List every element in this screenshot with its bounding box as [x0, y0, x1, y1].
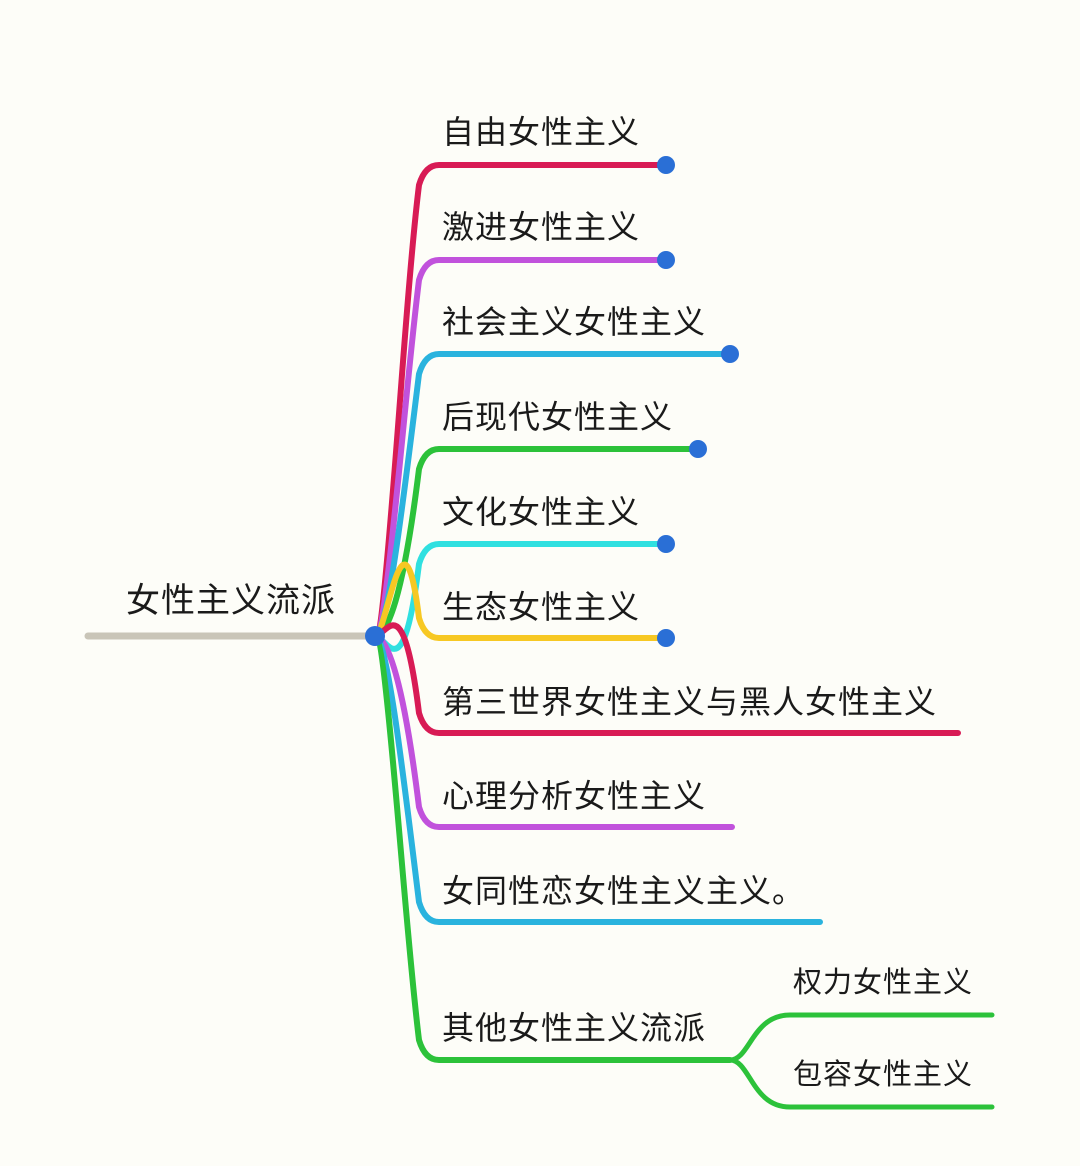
branch-node-socialist [721, 345, 739, 363]
subbranch-label-power: 权力女性主义 [793, 965, 974, 999]
branch-node-liberal [657, 156, 675, 174]
branch-label-eco: 生态女性主义 [442, 588, 641, 626]
root-topic-label: 女性主义流派 [126, 581, 336, 621]
branch-node-cultural [657, 535, 675, 553]
subbranch-line-power [727, 1012, 995, 1063]
root-node [365, 626, 385, 646]
branch-label-cultural: 文化女性主义 [442, 493, 641, 531]
branch-label-third-world: 第三世界女性主义与黑人女性主义 [442, 683, 938, 721]
branch-label-socialist: 社会主义女性主义 [442, 303, 707, 341]
branch-line-other [372, 633, 733, 1063]
subbranch-line-inclusive [727, 1057, 995, 1110]
branch-label-liberal: 自由女性主义 [442, 113, 641, 151]
branch-line-eco [372, 561, 669, 641]
branch-label-other: 其他女性主义流派 [442, 1009, 707, 1047]
branch-label-lesbian: 女同性恋女性主义主义。 [442, 872, 806, 910]
branch-node-eco [657, 629, 675, 647]
branch-label-postmodern: 后现代女性主义 [442, 398, 674, 436]
branch-label-psychoanalytic: 心理分析女性主义 [442, 777, 707, 815]
branch-line-third-world [372, 622, 961, 736]
subbranch-label-inclusive: 包容女性主义 [793, 1057, 974, 1091]
branch-node-postmodern [689, 440, 707, 458]
branch-node-radical [657, 251, 675, 269]
branch-label-radical: 激进女性主义 [442, 208, 641, 246]
branch-line-psychoanalytic [372, 633, 735, 830]
